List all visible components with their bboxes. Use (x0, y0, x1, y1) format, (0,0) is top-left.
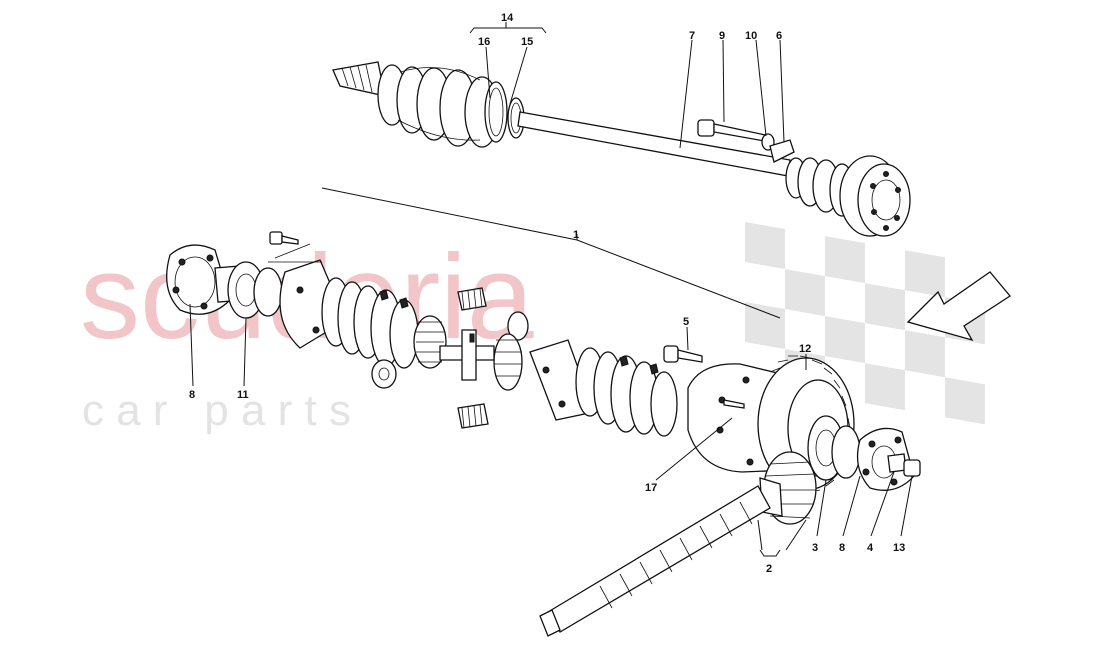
flag-square (825, 316, 865, 364)
spider-gear-top (457, 287, 487, 311)
differential-assembly (166, 231, 921, 637)
callout-4: 4 (867, 542, 874, 554)
callout-5: 5 (683, 316, 689, 328)
callout-16: 16 (478, 36, 490, 48)
nut-4 (887, 453, 907, 473)
leader-lines (189, 22, 913, 557)
callout-labels: 14 16 15 7 9 10 6 1 5 12 8 11 17 3 8 4 1… (189, 12, 905, 575)
flag-square (905, 250, 945, 298)
callout-2: 2 (766, 563, 772, 575)
callout-13: 13 (893, 542, 905, 554)
flag-square (825, 236, 865, 284)
flag-square (785, 269, 825, 317)
arrow-icon (906, 271, 1011, 342)
pinion-shaft (539, 485, 771, 637)
callout-6: 6 (776, 30, 782, 42)
callout-15: 15 (521, 36, 533, 48)
callout-9: 9 (719, 30, 725, 42)
bolt-13 (903, 459, 921, 477)
flag-square (745, 222, 785, 270)
spider-gear-bottom (457, 403, 489, 429)
callout-8-left: 8 (189, 389, 195, 401)
callout-3: 3 (812, 542, 818, 554)
side-gear-left (413, 315, 447, 369)
callout-7: 7 (689, 30, 695, 42)
cover-bolt (268, 231, 322, 263)
axle-spline-end (332, 61, 386, 97)
spider-gear-left (371, 359, 397, 389)
bearing-11 (227, 261, 283, 319)
axle-shaft-tube (517, 111, 791, 177)
clutch-pack-right (575, 347, 678, 437)
flag-square (745, 302, 785, 350)
outer-cv-joint (839, 155, 911, 237)
axle-shaft-assembly (332, 61, 911, 237)
bolt-9 (697, 119, 771, 143)
callout-8-right: 8 (839, 542, 845, 554)
flag-square (865, 283, 905, 331)
cv-boot-inner (377, 64, 500, 148)
lock-plate-6 (769, 139, 795, 163)
callout-12: 12 (799, 343, 811, 355)
clutch-pack-left (321, 277, 419, 369)
callout-17: 17 (645, 482, 657, 494)
boot-clamp-16 (484, 81, 508, 143)
callout-10: 10 (745, 30, 757, 42)
flag-square (865, 363, 905, 411)
side-gear-right (493, 333, 523, 391)
watermark-sub-text: c a r p a r t s (82, 386, 351, 435)
bolt-5 (663, 345, 703, 363)
output-flange-right (856, 427, 915, 491)
callout-1: 1 (573, 229, 579, 241)
callout-14: 14 (501, 12, 514, 24)
callout-11: 11 (237, 389, 249, 401)
flag-square (905, 330, 945, 378)
flag-square (945, 377, 985, 425)
